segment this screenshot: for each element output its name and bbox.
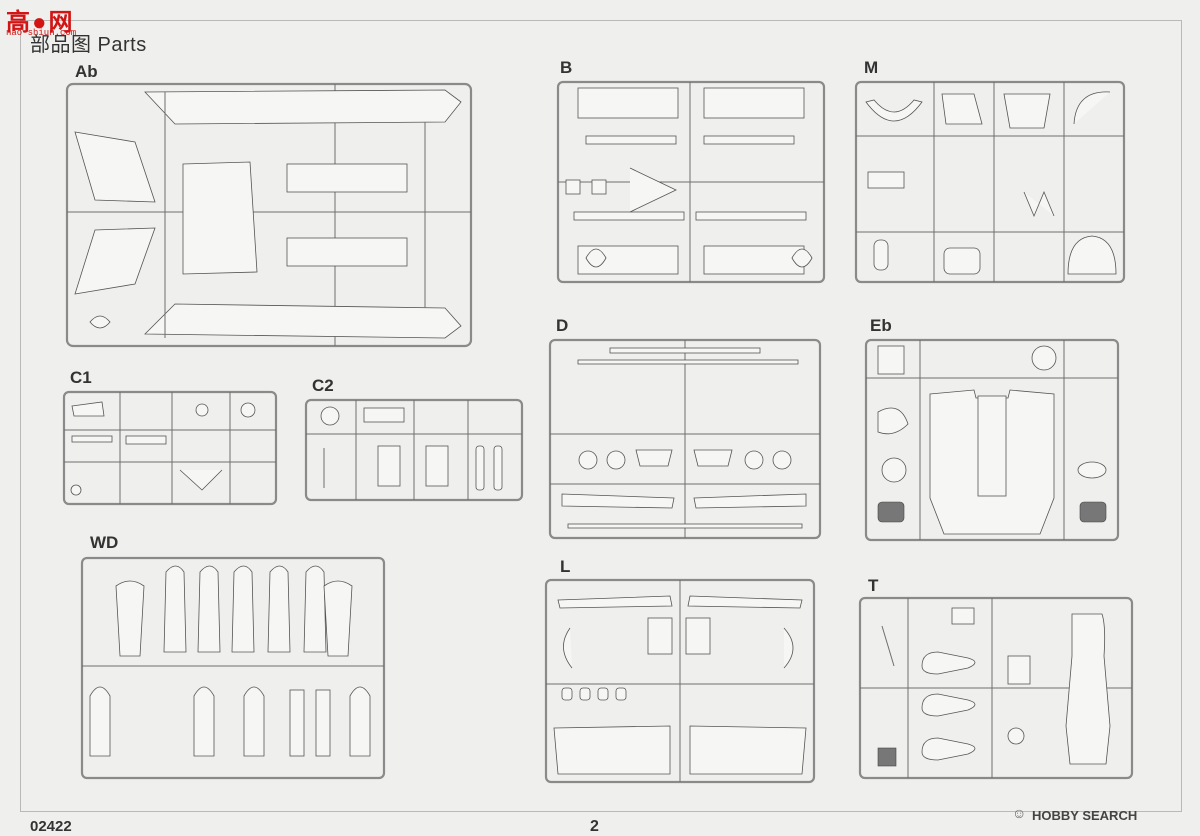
sprue-label-c2: C2 xyxy=(312,376,334,395)
sprue-m-diagram xyxy=(854,80,1126,284)
sprue-c2-diagram xyxy=(304,398,524,502)
sprue-label-c1: C1 xyxy=(70,368,92,387)
sprue-c1-diagram xyxy=(62,390,278,506)
sprue-label-ab: Ab xyxy=(75,62,98,81)
sprue-label-wd: WD xyxy=(90,533,119,552)
page-number: 2 xyxy=(590,818,599,835)
sprue-label-t: T xyxy=(868,576,879,595)
page-frame xyxy=(20,20,1182,812)
site-logo: 高●网 xyxy=(6,9,75,36)
watermark-text: HOBBY SEARCH xyxy=(1032,808,1138,823)
sprue-label-b: B xyxy=(560,58,573,77)
sprue-ab-diagram xyxy=(65,82,473,348)
sprue-t-diagram xyxy=(858,596,1134,780)
sprue-label-m: M xyxy=(864,58,879,77)
sprue-b-diagram xyxy=(556,80,826,284)
sprue-eb-diagram xyxy=(864,338,1120,542)
kit-code: 02422 xyxy=(30,818,72,835)
page-title: 部品图 Parts xyxy=(30,34,147,56)
sprue-l-diagram xyxy=(544,578,816,784)
sprue-label-l: L xyxy=(560,557,571,576)
sprue-d-diagram xyxy=(548,338,822,540)
site-logo-url: nao-shiun.com xyxy=(6,28,77,38)
hobby-search-icon: ☺ xyxy=(1012,805,1027,821)
sprue-label-eb: Eb xyxy=(870,316,892,335)
sprue-wd-diagram xyxy=(80,556,386,780)
sprue-label-d: D xyxy=(556,316,569,335)
